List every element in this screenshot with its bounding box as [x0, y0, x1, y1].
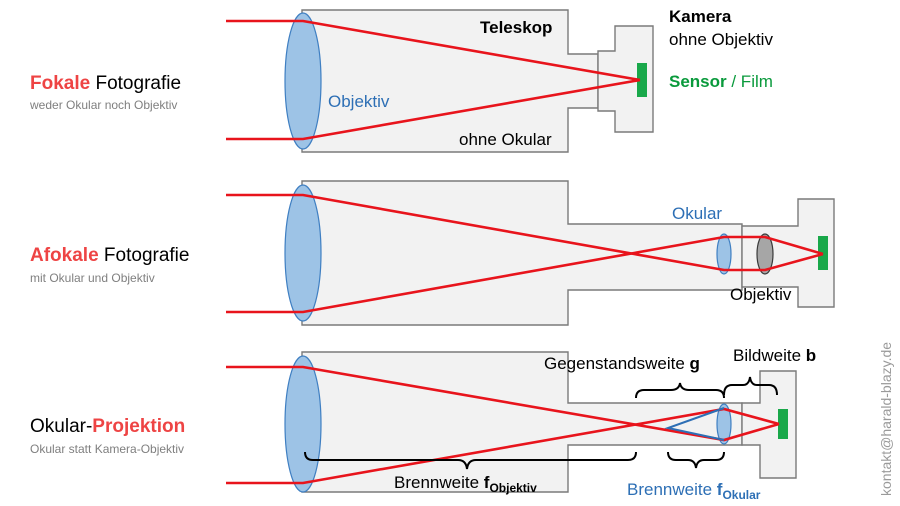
camera-body-1	[597, 25, 654, 133]
section1-title: Fokale Fotografie	[30, 73, 181, 94]
brace-focal-objective	[304, 451, 637, 470]
camera-objective-lens	[756, 233, 774, 275]
brace-object-distance	[635, 382, 725, 399]
sensor-1	[637, 63, 647, 97]
projection-construction-lines	[664, 407, 725, 441]
light-ray-3-top	[226, 365, 780, 442]
telescope-label: Teleskop	[480, 18, 552, 37]
telescope-tube-2	[301, 180, 743, 326]
light-ray-3-bottom	[226, 407, 780, 485]
light-ray-1-top	[226, 19, 641, 82]
sensor-film-label: Sensor / Film	[669, 72, 773, 91]
section2-title: Afokale Fotografie	[30, 245, 189, 266]
section-afocal-photography: Afokale Fotografie mit Okular und Objekt…	[30, 180, 835, 326]
contact-watermark: kontakt@harald-blazy.de	[878, 342, 894, 496]
section-eyepiece-projection: Okular-Projektion Okular statt Kamera-Ob…	[30, 346, 816, 502]
light-ray-2-top	[226, 193, 824, 272]
camera-label-line1: Kamera	[669, 7, 732, 26]
objective-label-1: Objektiv	[328, 92, 390, 111]
brace-image-distance	[723, 376, 778, 396]
focal-length-ocular-label: Brennweite fOkular	[627, 480, 761, 502]
camera-label-line2: ohne Objektiv	[669, 30, 773, 49]
image-distance-label: Bildweite b	[733, 346, 816, 365]
object-distance-label: Gegenstandsweite g	[544, 354, 700, 373]
section2-subtitle: mit Okular und Objektiv	[30, 271, 155, 285]
objective-lens-3	[284, 355, 322, 493]
no-eyepiece-label: ohne Okular	[459, 130, 552, 149]
brace-focal-ocular	[667, 451, 725, 469]
sensor-3	[778, 409, 788, 439]
camera-body-3	[741, 370, 797, 479]
eyepiece-label-2: Okular	[672, 204, 722, 223]
eyepiece-lens-2	[716, 233, 732, 275]
focal-length-objective-label: Brennweite fObjektiv	[394, 473, 537, 495]
objective-lens-1	[284, 12, 322, 150]
section1-subtitle: weder Okular noch Objektiv	[29, 98, 177, 112]
section-focal-photography: Fokale Fotografie weder Okular noch Obje…	[29, 7, 773, 153]
objective-lens-2	[284, 184, 322, 322]
light-ray-1-bottom	[226, 78, 641, 141]
section3-title: Okular-Projektion	[30, 416, 185, 437]
eyepiece-lens-3	[716, 403, 732, 445]
camera-body-2	[741, 198, 835, 308]
section3-subtitle: Okular statt Kamera-Objektiv	[30, 442, 184, 456]
camera-objective-label: Objektiv	[730, 285, 792, 304]
light-ray-2-bottom	[226, 235, 824, 314]
